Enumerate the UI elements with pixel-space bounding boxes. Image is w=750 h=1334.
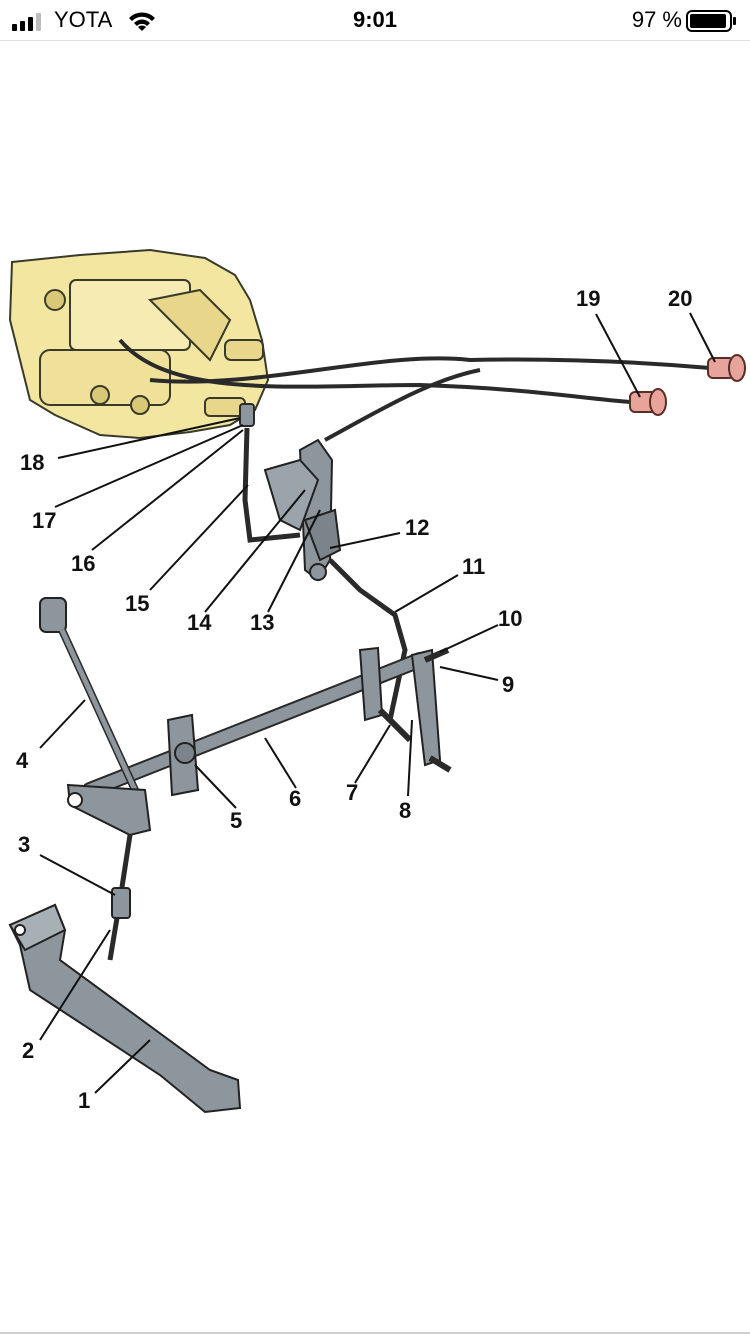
callout-16: 16 <box>71 551 95 576</box>
callout-19: 19 <box>576 286 600 311</box>
callout-17: 17 <box>32 508 56 533</box>
callout-14: 14 <box>187 610 212 635</box>
pedal-shaft <box>82 646 428 798</box>
callout-12: 12 <box>405 515 429 540</box>
callout-11: 11 <box>462 554 485 579</box>
status-divider <box>0 40 750 41</box>
accelerator-pedal-1 <box>8 903 242 1114</box>
callout-20: 20 <box>668 286 692 311</box>
return-spring-4 <box>39 597 152 837</box>
callout-3: 3 <box>18 832 30 857</box>
pedal-rod <box>107 834 133 961</box>
callout-labels: 1 2 3 4 5 6 7 8 9 10 11 12 13 14 15 16 1… <box>16 286 692 1113</box>
bottom-divider <box>0 1332 750 1334</box>
battery-percent: 97 % <box>631 7 682 32</box>
carrier-name: YOTA <box>54 7 113 32</box>
throttle-lever-8 <box>377 647 452 773</box>
callout-15: 15 <box>125 591 149 616</box>
callout-1: 1 <box>78 1088 90 1113</box>
throttle-knob-20 <box>707 354 746 382</box>
signal-bars-icon <box>12 13 41 31</box>
callout-leaders <box>39 312 716 1094</box>
callout-2: 2 <box>22 1038 34 1063</box>
callout-10: 10 <box>498 606 522 631</box>
callout-5: 5 <box>230 808 242 833</box>
status-bar: YOTA 9:01 97 % <box>0 0 750 40</box>
wifi-icon <box>129 12 155 31</box>
clock: 9:01 <box>352 7 398 32</box>
callout-9: 9 <box>502 672 514 697</box>
callout-8: 8 <box>399 798 411 823</box>
callout-6: 6 <box>289 786 301 811</box>
intermediate-lever-bracket <box>263 438 342 582</box>
callout-4: 4 <box>16 748 29 773</box>
battery-icon <box>686 10 736 32</box>
callout-13: 13 <box>250 610 274 635</box>
choke-cables <box>118 338 711 442</box>
carburetor-illustration <box>8 248 270 440</box>
choke-knob-19 <box>629 388 667 416</box>
callout-7: 7 <box>346 780 358 805</box>
throttle-rod-upper <box>239 403 301 543</box>
callout-18: 18 <box>20 450 44 475</box>
